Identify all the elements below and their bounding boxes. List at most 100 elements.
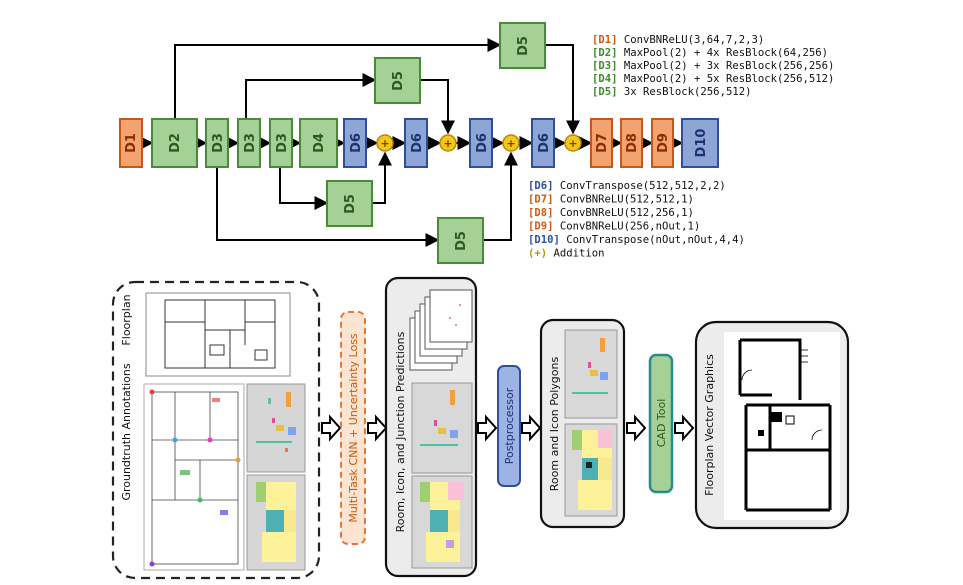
addition-node-2: + [439, 134, 457, 152]
block-d5-bottom-label: D5 [454, 231, 469, 251]
legend-top-entry-text: MaxPool(2) + 3x ResBlock(256,256) [618, 60, 835, 72]
legend-bottom-entry-tag: [D8] [528, 207, 554, 219]
pipeline-arrow-5 [626, 414, 647, 442]
block-d5-middle-label: D5 [391, 71, 406, 91]
junction-heatmap-stack [409, 289, 473, 371]
legend-bottom-entry-text: ConvTranspose(nOut,nOut,4,4) [560, 234, 745, 246]
block-d9-label: D9 [656, 133, 671, 153]
legend-top: [D1] ConvBNReLU(3,64,7,2,3)[D2] MaxPool(… [592, 34, 834, 98]
legend-bottom-entry-tag: [D9] [528, 221, 554, 233]
block-d6-third-label: D6 [475, 133, 490, 153]
room-polygons-image [564, 423, 618, 517]
addition-node-1: + [376, 134, 394, 152]
network-connections [139, 38, 684, 247]
legend-bottom-entry-text: ConvBNReLU(256,nOut,1) [554, 221, 701, 233]
block-d5-bottom: D5 [437, 217, 484, 264]
block-d7: D7 [590, 118, 613, 168]
multi-task-cnn-label: Multi-Task CNN + Uncertainty Loss [347, 333, 360, 523]
postprocessor-label: Postprocessor [503, 387, 516, 464]
legend-top-entry: [D2] MaxPool(2) + 4x ResBlock(64,256) [592, 47, 828, 59]
groundtruth-label: Groundtruth Annotations [120, 363, 133, 500]
block-d4-label: D4 [312, 133, 327, 153]
addition-node-1-symbol: + [380, 137, 389, 150]
block-d9: D9 [651, 118, 674, 168]
addition-node-4: + [564, 134, 582, 152]
room-annotation-image [246, 474, 306, 571]
legend-bottom-entry: (+) Addition [528, 248, 605, 260]
vector-graphics-label: Floorplan Vector Graphics [703, 354, 716, 496]
legend-top-entry-tag: [D4] [592, 73, 618, 85]
cad-tool-box: CAD Tool [648, 353, 674, 494]
floorplan-image [145, 292, 291, 377]
vector-graphics-panel: Floorplan Vector Graphics [694, 320, 850, 530]
predictions-panel: Room, Icon, and Junction Predictions [384, 276, 478, 578]
block-d6-second: D6 [404, 118, 428, 168]
floorplan-label: Floorplan [120, 294, 133, 345]
block-d10: D10 [681, 118, 719, 168]
block-d1-label: D1 [124, 133, 139, 153]
pipeline-arrow-6 [674, 414, 695, 442]
legend-top-entry: [D4] MaxPool(2) + 5x ResBlock(256,512) [592, 73, 834, 85]
block-d2-label: D2 [168, 133, 183, 153]
block-d10-label: D10 [694, 129, 709, 158]
block-d6-first: D6 [343, 118, 367, 168]
legend-bottom-entry: [D9] ConvBNReLU(256,nOut,1) [528, 221, 700, 233]
icon-prediction-image [411, 382, 473, 474]
addition-node-4-symbol: + [568, 137, 577, 150]
block-d6-second-label: D6 [410, 133, 425, 153]
block-d2: D2 [151, 118, 198, 168]
legend-bottom-entry: [D7] ConvBNReLU(512,512,1) [528, 194, 694, 206]
legend-bottom-entry-text: Addition [547, 248, 604, 260]
legend-top-entry-tag: [D3] [592, 60, 618, 72]
pipeline-arrow-1 [321, 414, 342, 442]
pipeline-arrow-3 [477, 414, 498, 442]
postprocessor-box: Postprocessor [497, 365, 521, 487]
legend-bottom-entry-text: ConvBNReLU(512,512,1) [554, 194, 694, 206]
addition-node-3-symbol: + [506, 137, 515, 150]
block-d3-first-label: D3 [211, 133, 226, 153]
legend-top-entry-tag: [D5] [592, 86, 618, 98]
annotation-image [143, 383, 245, 571]
block-d3-second: D3 [237, 118, 261, 168]
legend-bottom-entry-tag: [D10] [528, 234, 560, 246]
polygons-panel: Room and Icon Polygons [539, 318, 626, 529]
addition-node-2-symbol: + [443, 137, 452, 150]
multi-task-cnn-box: Multi-Task CNN + Uncertainty Loss [340, 311, 366, 545]
legend-top-entry: [D5] 3x ResBlock(256,512) [592, 86, 751, 98]
block-d5-top: D5 [499, 22, 546, 69]
legend-top-entry-text: 3x ResBlock(256,512) [618, 86, 752, 98]
groundtruth-panel: Groundtruth Annotations Floorplan [111, 280, 321, 580]
legend-bottom-entry-tag: [D7] [528, 194, 554, 206]
block-d6-first-label: D6 [349, 133, 364, 153]
block-d8-label: D8 [625, 133, 640, 153]
block-d6-third: D6 [469, 118, 493, 168]
block-d5-lower: D5 [326, 180, 373, 227]
legend-top-entry-tag: [D1] [592, 34, 618, 46]
pipeline-arrow-2 [367, 414, 388, 442]
legend-top-entry: [D3] MaxPool(2) + 3x ResBlock(256,256) [592, 60, 834, 72]
room-prediction-image [411, 475, 473, 569]
legend-bottom-entry-text: ConvBNReLU(512,256,1) [554, 207, 694, 219]
legend-top-entry-tag: [D2] [592, 47, 618, 59]
block-d3-third: D3 [269, 118, 293, 168]
block-d5-top-label: D5 [516, 36, 531, 56]
block-d3-third-label: D3 [275, 133, 290, 153]
legend-top-entry-text: MaxPool(2) + 5x ResBlock(256,512) [618, 73, 835, 85]
icon-polygons-image [564, 329, 618, 419]
icon-annotation-image [246, 383, 306, 473]
legend-top-entry-text: MaxPool(2) + 4x ResBlock(64,256) [618, 47, 828, 59]
legend-bottom-entry-tag: (+) [528, 248, 547, 260]
block-d5-lower-label: D5 [343, 194, 358, 214]
block-d4: D4 [299, 118, 338, 168]
block-d3-first: D3 [205, 118, 229, 168]
addition-node-3: + [502, 134, 520, 152]
legend-top-entry-text: ConvBNReLU(3,64,7,2,3) [618, 34, 765, 46]
block-d7-label: D7 [595, 133, 610, 153]
legend-bottom-entry: [D10] ConvTranspose(nOut,nOut,4,4) [528, 234, 745, 246]
pipeline-arrow-4 [521, 414, 542, 442]
cad-tool-label: CAD Tool [655, 399, 668, 448]
block-d1: D1 [119, 118, 143, 168]
polygons-label: Room and Icon Polygons [548, 357, 561, 492]
legend-bottom-entry: [D8] ConvBNReLU(512,256,1) [528, 207, 694, 219]
